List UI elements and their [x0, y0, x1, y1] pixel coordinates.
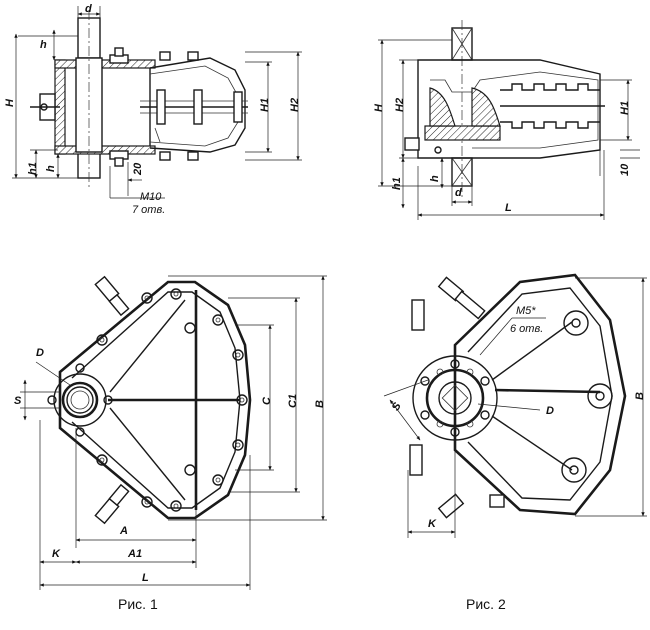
fig1-dim-H1: H1 [259, 98, 271, 112]
fig1-caption: Рис. 1 [118, 596, 158, 612]
fig2-plan-view: M5* 6 отв. D S B K [383, 273, 647, 538]
fig1-dim-D: D [36, 347, 44, 359]
fig1-dim-h1: h1 [27, 162, 39, 175]
fig2-bolt-spec: M5* [516, 305, 536, 317]
fig1-dim-h-bottom: h [45, 165, 57, 172]
fig1-dim-C: C [261, 396, 273, 405]
fig1-perimeter-bolts [96, 288, 248, 512]
fig1-dim-K: K [52, 548, 61, 560]
fig2-dim-d: d [455, 187, 462, 199]
fig2-hub-flange [424, 125, 501, 141]
fig1-hub [53, 373, 107, 427]
fig2-bolt-count: 6 отв. [510, 323, 543, 335]
fig1-dim-A1: A1 [127, 548, 142, 560]
fig2-dim-S: S [390, 400, 404, 413]
fig1-dim-L: L [142, 572, 149, 584]
fig2-dim-L: L [505, 202, 512, 214]
fig1-housing-outline [58, 280, 252, 520]
fig1-dim-S: S [14, 395, 22, 407]
fig2-dim-K: K [428, 518, 437, 530]
fig2-dim-H: H [373, 103, 385, 112]
fig1-dim-A: A [119, 525, 128, 537]
fig2-side-view: H H2 H1 h1 h d 10 L [373, 20, 640, 220]
fig1-dim-20: 20 [132, 162, 144, 176]
fig2-dim-D: D [546, 405, 554, 417]
fig2-housing-outline [453, 273, 627, 516]
fig1-dim-d: d [85, 3, 92, 15]
fig1-dim-H2: H2 [289, 98, 301, 112]
fig2-hub-holes [420, 359, 490, 437]
fig1-dim-B: B [314, 400, 326, 408]
fig2-dim-H2: H2 [394, 98, 406, 112]
fig1-side-view: d h H h1 h H1 H2 20 M10 7 отв. [4, 3, 302, 216]
fig1-dim-h-top: h [40, 39, 47, 51]
fig2-dim-B: B [634, 392, 646, 400]
fig2-dim-H1: H1 [619, 101, 631, 115]
fig2-caption: Рис. 2 [466, 596, 506, 612]
fig1-bolt-count: 7 отв. [132, 204, 165, 216]
fig2-dim-h1: h1 [391, 177, 403, 190]
fig1-dim-H: H [4, 98, 16, 107]
fig1-plan-view: D S C C1 B A K A1 L [14, 275, 327, 590]
fig1-dim-C1: C1 [287, 394, 299, 408]
fig2-dim-h: h [429, 175, 441, 182]
fig2-dim-10: 10 [619, 163, 631, 176]
fig1-bolt-spec: M10 [140, 191, 162, 203]
